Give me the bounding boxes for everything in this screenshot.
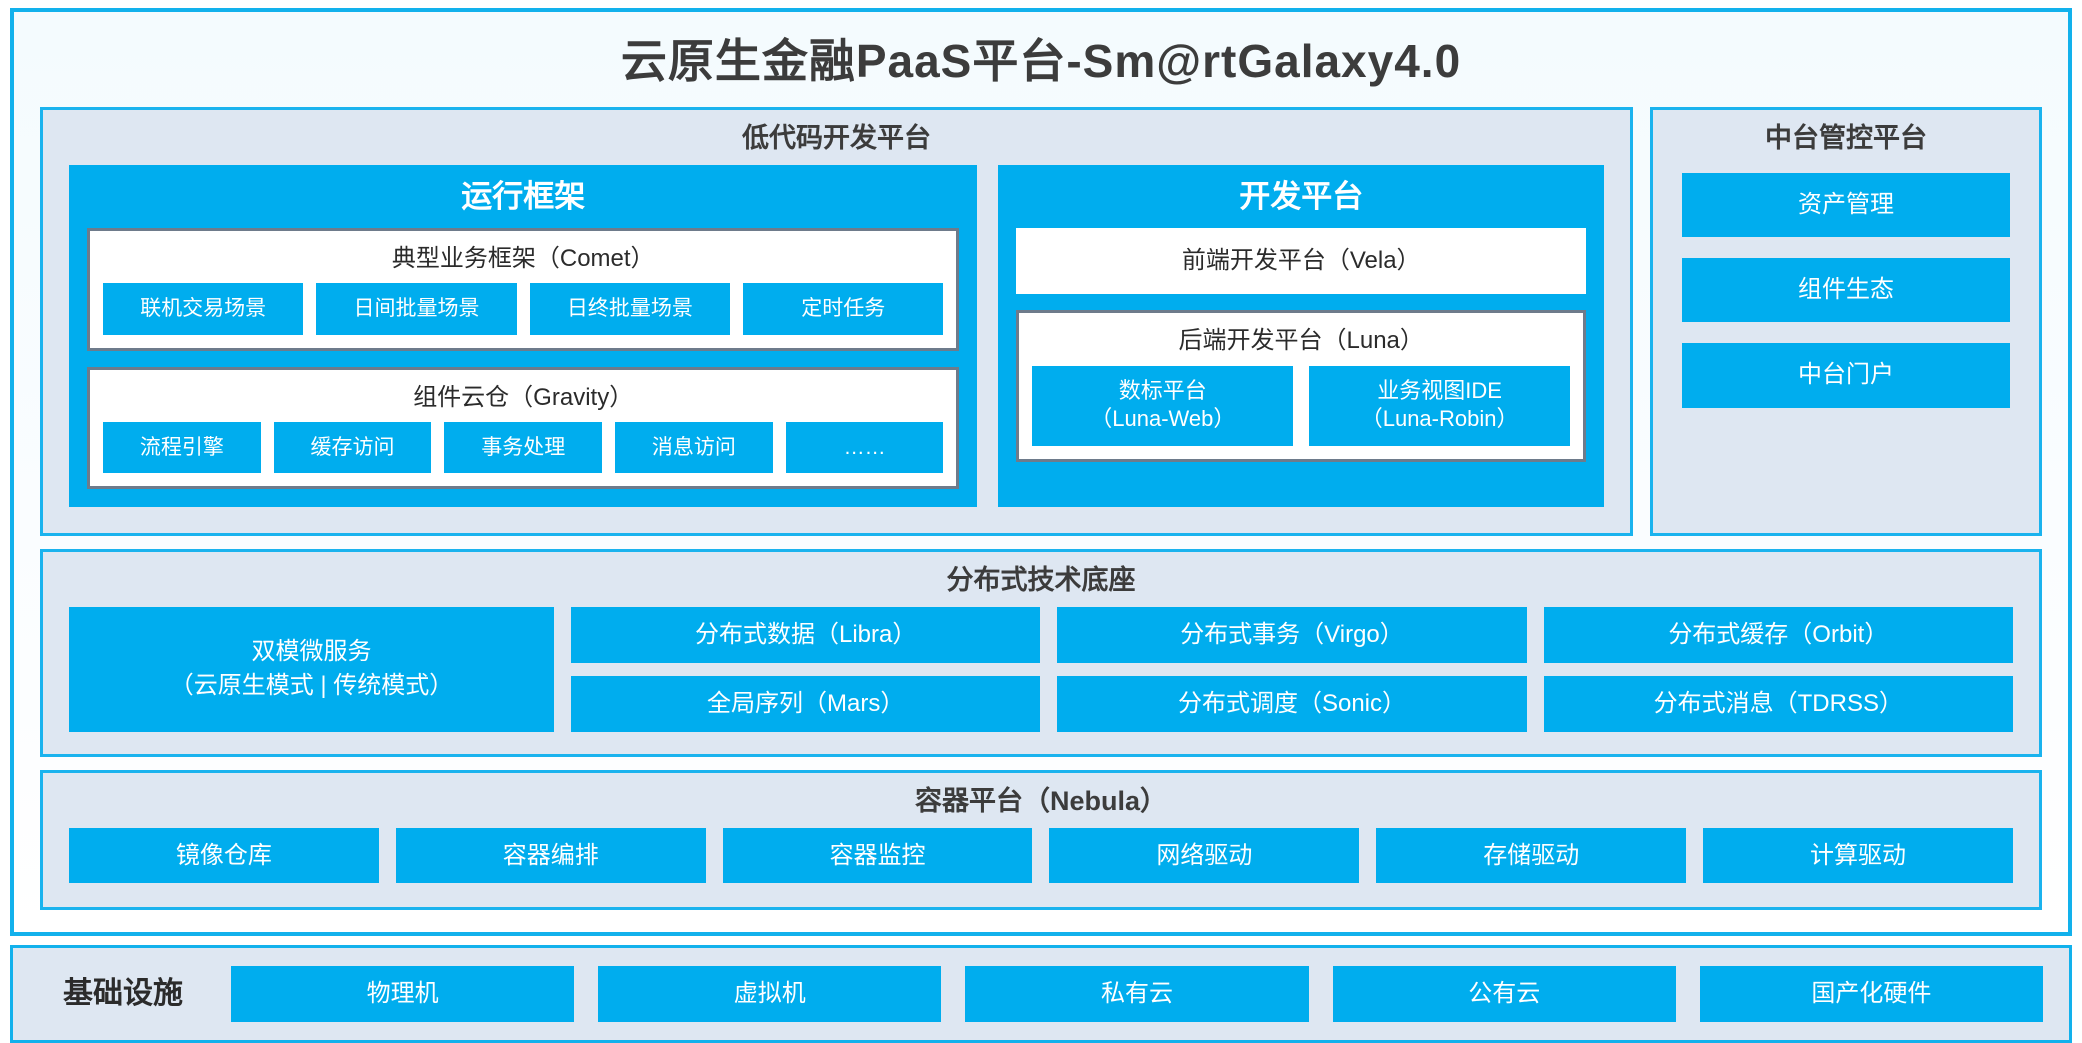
infrastructure-item-public-cloud[interactable]: 公有云 (1332, 966, 1676, 1022)
management-platform-title: 中台管控平台 (1765, 122, 1927, 153)
comet-chip[interactable]: 定时任务 (743, 283, 944, 335)
gravity-chip[interactable]: 消息访问 (615, 422, 773, 474)
base-cell-orbit[interactable]: 分布式缓存（Orbit） (1543, 607, 2013, 663)
base-cell-mars[interactable]: 全局序列（Mars） (571, 675, 1041, 732)
container-item-orchestration[interactable]: 容器编排 (395, 827, 706, 884)
luna-web-name: 数标平台 (1118, 377, 1207, 403)
luna-web-code: （Luna-Web） (1090, 405, 1236, 431)
comet-chip[interactable]: 联机交易场景 (103, 283, 304, 335)
container-item-image-registry[interactable]: 镜像仓库 (69, 827, 379, 884)
luna-robin-chip[interactable]: 业务视图IDE （Luna-Robin） (1309, 365, 1570, 447)
luna-robin-name: 业务视图IDE (1377, 377, 1502, 403)
base-cell-sonic[interactable]: 分布式调度（Sonic） (1057, 675, 1527, 732)
gravity-title: 组件云仓（Gravity） (413, 383, 634, 411)
runtime-framework-card[interactable]: 运行框架 典型业务框架（Comet） 联机交易场景 日间批量场景 日终批量场景 … (69, 164, 978, 508)
development-platform-card[interactable]: 开发平台 前端开发平台（Vela） 后端开发平台（Luna） 数标平台 （Lun… (998, 164, 1604, 508)
base-column-1: 分布式数据（Libra） 全局序列（Mars） (571, 607, 1041, 732)
luna-chip-row: 数标平台 （Luna-Web） 业务视图IDE （Luna-Robin） (1032, 365, 1570, 447)
infrastructure-item-physical[interactable]: 物理机 (231, 966, 575, 1022)
dual-mode-line2: （云原生模式 | 传统模式） (169, 672, 454, 700)
management-item-component[interactable]: 组件生态 (1682, 258, 2010, 323)
comet-chip-row: 联机交易场景 日间批量场景 日终批量场景 定时任务 (103, 283, 944, 335)
top-row: 低代码开发平台 运行框架 典型业务框架（Comet） 联机交易场景 日间批量场景 (40, 106, 2042, 537)
management-item-portal[interactable]: 中台门户 (1682, 343, 2010, 408)
gravity-chip[interactable]: 缓存访问 (273, 422, 432, 474)
gravity-box: 组件云仓（Gravity） 流程引擎 缓存访问 事务处理 消息访问 …… (87, 366, 960, 490)
container-item-monitoring[interactable]: 容器监控 (722, 827, 1033, 884)
infrastructure-item-virtual[interactable]: 虚拟机 (598, 966, 942, 1022)
container-item-compute-driver[interactable]: 计算驱动 (1703, 827, 2013, 884)
container-platform-title: 容器平台（Nebula） (914, 785, 1168, 816)
gravity-chip[interactable]: 流程引擎 (103, 422, 261, 474)
luna-robin-code: （Luna-Robin） (1360, 405, 1519, 431)
comet-box: 典型业务框架（Comet） 联机交易场景 日间批量场景 日终批量场景 定时任务 (87, 227, 960, 351)
dual-mode-line1: 双模微服务 (251, 637, 372, 665)
development-platform-body: 前端开发平台（Vela） 后端开发平台（Luna） 数标平台 （Luna-Web… (998, 227, 1604, 490)
distributed-base-panel: 分布式技术底座 双模微服务 （云原生模式 | 传统模式） 分布式数据（Libra… (40, 549, 2042, 757)
development-platform-title: 开发平台 (1239, 178, 1364, 214)
distributed-base-body: 双模微服务 （云原生模式 | 传统模式） 分布式数据（Libra） 全局序列（M… (43, 607, 2039, 753)
comet-title: 典型业务框架（Comet） (391, 244, 655, 272)
comet-chip[interactable]: 日间批量场景 (316, 283, 517, 335)
infrastructure-item-domestic-hardware[interactable]: 国产化硬件 (1699, 966, 2044, 1022)
container-platform-panel: 容器平台（Nebula） 镜像仓库 容器编排 容器监控 网络驱动 存储驱动 计算… (40, 769, 2042, 911)
luna-title: 后端开发平台（Luna） (1178, 327, 1424, 355)
container-item-network-driver[interactable]: 网络驱动 (1049, 827, 1360, 884)
gravity-chip-more[interactable]: …… (785, 422, 944, 474)
infrastructure-item-private-cloud[interactable]: 私有云 (965, 966, 1309, 1022)
base-column-2: 分布式事务（Virgo） 分布式调度（Sonic） (1057, 607, 1527, 732)
base-column-3: 分布式缓存（Orbit） 分布式消息（TDRSS） (1543, 607, 2013, 732)
gravity-chip-row: 流程引擎 缓存访问 事务处理 消息访问 …… (103, 422, 944, 474)
container-item-storage-driver[interactable]: 存储驱动 (1376, 827, 1687, 884)
luna-backend-box: 后端开发平台（Luna） 数标平台 （Luna-Web） 业务视图IDE （Lu… (1016, 310, 1586, 463)
lowcode-platform-body: 运行框架 典型业务框架（Comet） 联机交易场景 日间批量场景 日终批量场景 … (43, 164, 1630, 534)
lowcode-platform-title: 低代码开发平台 (742, 122, 931, 153)
vela-frontend-box[interactable]: 前端开发平台（Vela） (1016, 227, 1586, 295)
infrastructure-label: 基础设施 (63, 977, 183, 1011)
management-platform-body: 资产管理 组件生态 中台门户 (1653, 165, 2039, 534)
luna-web-chip[interactable]: 数标平台 （Luna-Web） (1032, 365, 1294, 447)
lowcode-platform-panel: 低代码开发平台 运行框架 典型业务框架（Comet） 联机交易场景 日间批量场景 (40, 106, 1633, 537)
base-cell-virgo[interactable]: 分布式事务（Virgo） (1057, 607, 1527, 663)
distributed-base-title: 分布式技术底座 (946, 565, 1136, 596)
runtime-framework-body: 典型业务框架（Comet） 联机交易场景 日间批量场景 日终批量场景 定时任务 … (69, 227, 977, 490)
page-title: 云原生金融PaaS平台-Sm@rtGalaxy4.0 (620, 35, 1462, 87)
management-platform-panel: 中台管控平台 资产管理 组件生态 中台门户 (1650, 106, 2042, 537)
infrastructure-bar: 基础设施 物理机 虚拟机 私有云 公有云 国产化硬件 (10, 945, 2072, 1043)
architecture-frame: 云原生金融PaaS平台-Sm@rtGalaxy4.0 低代码开发平台 运行框架 … (10, 8, 2072, 937)
base-cell-tdrss[interactable]: 分布式消息（TDRSS） (1543, 675, 2013, 732)
runtime-framework-title: 运行框架 (461, 178, 586, 214)
container-platform-body: 镜像仓库 容器编排 容器监控 网络驱动 存储驱动 计算驱动 (43, 827, 2039, 908)
dual-mode-microservice-card[interactable]: 双模微服务 （云原生模式 | 传统模式） (69, 607, 554, 732)
management-item-asset[interactable]: 资产管理 (1682, 172, 2010, 238)
gravity-chip[interactable]: 事务处理 (444, 422, 603, 474)
comet-chip[interactable]: 日终批量场景 (529, 283, 731, 335)
base-cell-libra[interactable]: 分布式数据（Libra） (571, 607, 1041, 663)
